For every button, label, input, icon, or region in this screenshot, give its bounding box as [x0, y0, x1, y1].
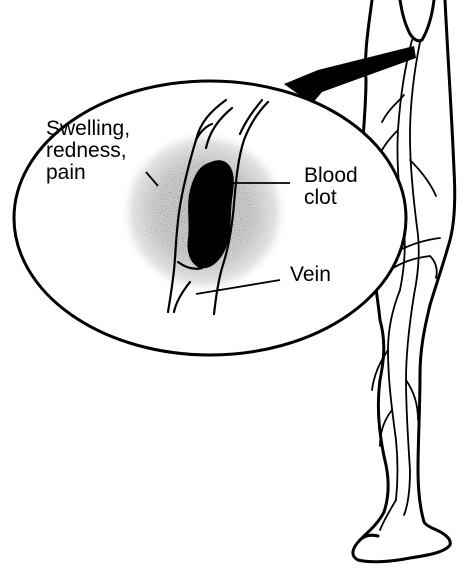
- pointer-arrow: [284, 46, 416, 104]
- label-blood-clot-line-1: Blood: [304, 165, 358, 187]
- label-swelling-line-3: pain: [46, 162, 130, 184]
- label-blood-clot: Blood clot: [304, 165, 358, 209]
- label-swelling-line-2: redness,: [46, 140, 130, 162]
- label-swelling-line-1: Swelling,: [46, 118, 130, 140]
- label-swelling: Swelling, redness, pain: [46, 118, 130, 184]
- label-blood-clot-line-2: clot: [304, 187, 358, 209]
- label-vein: Vein: [290, 264, 331, 286]
